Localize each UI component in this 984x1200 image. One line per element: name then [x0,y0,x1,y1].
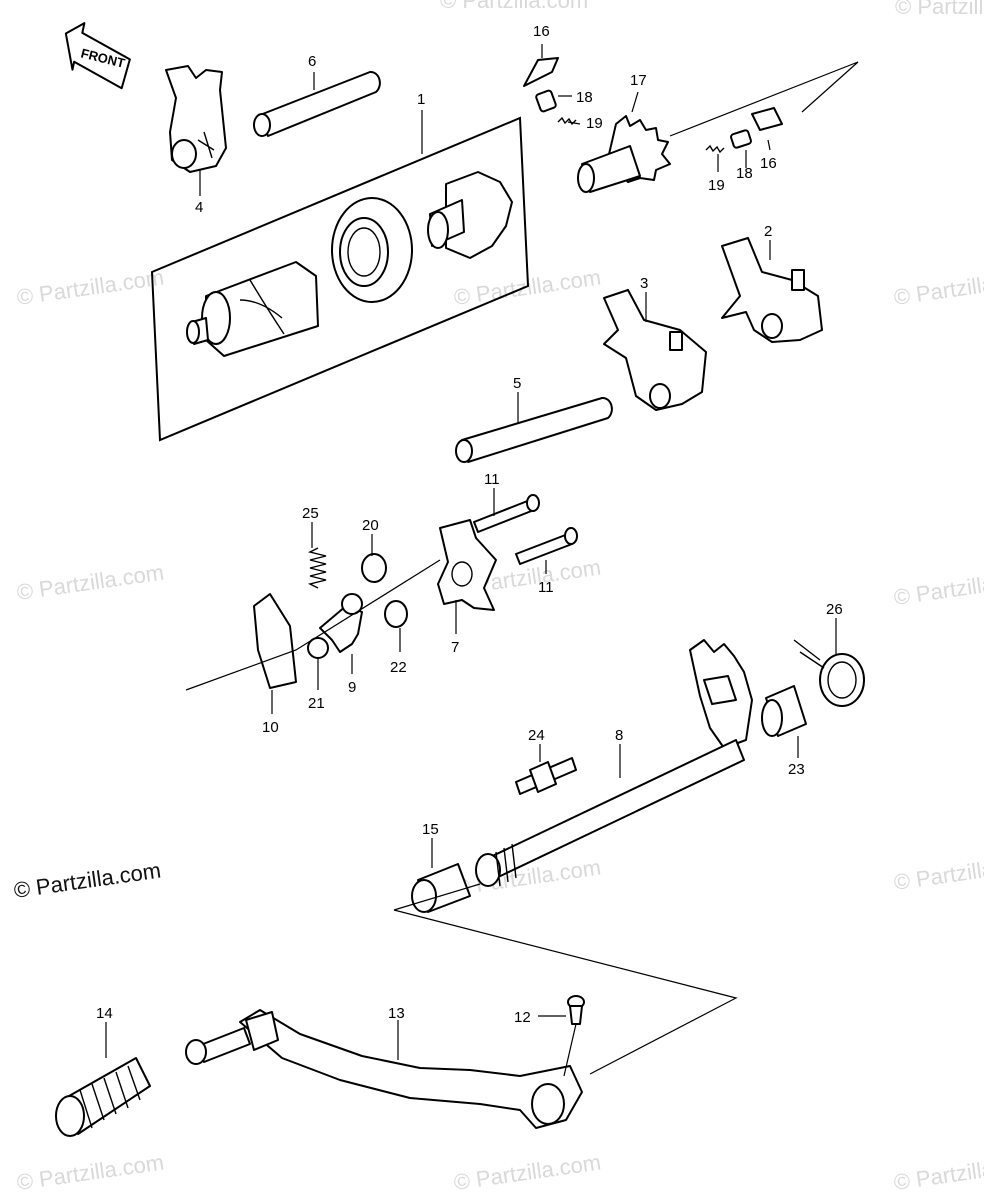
callout-7: 7 [451,639,459,656]
bolts-part-11 [473,494,578,565]
callout-11: 11 [538,579,554,596]
callout-5: 5 [513,375,521,392]
callout-14: 14 [96,1005,113,1022]
bolt-part-12 [563,995,585,1077]
callout-17: 17 [630,72,647,89]
callout-numbers: 16 17 18 19 6 1 4 19 18 16 2 3 5 11 25 2… [96,23,843,1026]
watermark-text: © Partzilla.com [15,560,165,605]
callout-6: 6 [308,53,316,70]
shift-shaft-part-8 [475,639,753,887]
watermark-text: © Partzilla.com [892,565,984,610]
callout-16: 16 [760,155,777,172]
shift-mechanism-small-parts [185,547,441,691]
callout-19: 19 [708,177,725,194]
callout-15: 15 [422,821,439,838]
callout-13: 13 [388,1005,405,1022]
shift-rod-part-6 [253,70,381,137]
detent-assembly-parts-16-19 [523,57,859,193]
watermark-text: © Partzilla.com [452,1150,602,1195]
callout-19: 19 [586,115,603,132]
callout-24: 24 [528,727,545,744]
callout-21: 21 [308,695,325,712]
shift-pedal-part-13 [185,1009,583,1129]
leader-line [393,883,738,1075]
watermarks: © Partzilla.com © Partzilla.com © Partzi… [12,0,984,1195]
shift-drum-assembly-part-1 [150,116,530,442]
callout-18: 18 [576,89,593,106]
watermark-text: © Partzilla.com [15,265,165,310]
return-spring-and-collar-parts-26-23 [761,639,865,737]
watermark-text: © Partzilla.com [440,0,588,13]
callout-25: 25 [302,505,319,522]
callout-leaders [105,44,837,1060]
callout-23: 23 [788,761,805,778]
shift-fork-part-2 [721,237,823,343]
callout-1: 1 [417,91,425,108]
callout-22: 22 [390,659,407,676]
watermark-text: © Partzilla.com [892,265,984,310]
callout-8: 8 [615,727,623,744]
shift-fork-part-3 [603,289,707,411]
collar-part-15 [411,863,471,913]
callout-3: 3 [640,275,648,292]
callout-12: 12 [514,1009,531,1026]
callout-20: 20 [362,517,379,534]
plate-part-7 [437,519,497,611]
watermark-text: © Partzilla.com [15,1150,165,1195]
callout-9: 9 [348,679,356,696]
callout-18: 18 [736,165,753,182]
callout-10: 10 [262,719,279,736]
bolt-part-24 [515,757,577,795]
callout-4: 4 [195,199,203,216]
callout-2: 2 [764,223,772,240]
watermark-main-text: © Partzilla.com [12,858,162,903]
callout-26: 26 [826,601,843,618]
shift-fork-part-4 [165,65,227,173]
callout-11: 11 [484,471,500,488]
front-arrow-icon: FRONT [64,22,131,90]
shift-rod-part-5 [455,396,613,463]
pedal-rubber-part-14 [55,1057,151,1137]
watermark-text: © Partzilla.com [892,1150,984,1195]
callout-16: 16 [533,23,550,40]
watermark-text: © Partzilla.com [892,850,984,895]
watermark-text: © Partzilla.com [895,0,984,19]
